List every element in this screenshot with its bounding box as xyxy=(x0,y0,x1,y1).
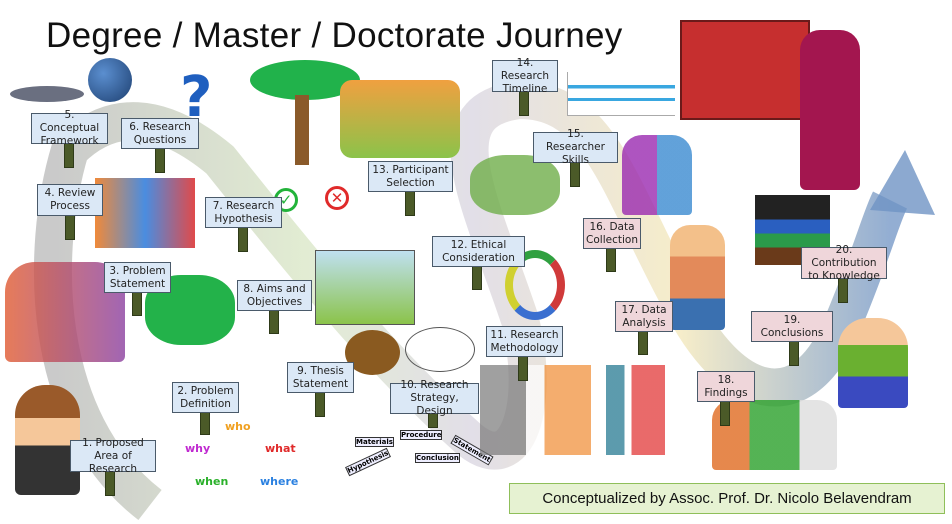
step-1-proposed-area: 1. Proposed Area of Research xyxy=(70,437,156,475)
word-hypothesis: Hypothesis xyxy=(345,447,392,477)
thinking-woman-icon xyxy=(345,330,400,375)
step-7-research-hypothesis: 7. Research Hypothesis xyxy=(205,197,282,228)
interview-icon xyxy=(622,135,692,215)
step-5-conceptual-framework: 5. Conceptual Framework xyxy=(31,109,108,147)
word-conclusion: Conclusion xyxy=(415,453,460,463)
step-12-ethical-consideration: 12. Ethical Consideration xyxy=(432,236,525,267)
step-18-findings: 18. Findings xyxy=(697,371,755,402)
word-procedure: Procedure xyxy=(400,430,443,440)
word-who: who xyxy=(225,420,251,433)
gantt-chart-icon xyxy=(567,72,675,116)
sign-post xyxy=(638,330,648,355)
winner-kid-icon xyxy=(838,318,908,408)
sign-post xyxy=(132,291,142,316)
sign-post xyxy=(269,309,279,334)
question-mark-figure-icon: ? xyxy=(180,65,213,130)
sign-post xyxy=(472,265,482,290)
speech-bubble-globe-icon xyxy=(405,327,475,372)
sign-post xyxy=(518,356,528,381)
question-words-cloud: who why what when where xyxy=(180,420,310,500)
word-why: why xyxy=(185,442,211,455)
word-when: when xyxy=(195,475,229,488)
multitasking-woman-icon xyxy=(470,155,560,215)
step-16-data-collection: 16. Data Collection xyxy=(583,218,641,249)
step-9-thesis-statement: 9. Thesis Statement xyxy=(287,362,354,393)
sign-post xyxy=(65,215,75,240)
step-19-conclusions: 19. Conclusions xyxy=(751,311,833,342)
step-2-problem-definition: 2. Problem Definition xyxy=(172,382,239,413)
step-8-aims-objectives: 8. Aims and Objectives xyxy=(237,280,312,311)
tree-trunk-icon xyxy=(295,95,309,165)
credit-banner: Conceptualized by Assoc. Prof. Dr. Nicol… xyxy=(509,483,945,514)
archer-target-icon xyxy=(315,250,415,325)
businessman-lightbulb-icon xyxy=(15,385,80,495)
step-14-research-timeline: 14. Research Timeline xyxy=(492,57,558,95)
word-what: what xyxy=(265,442,296,455)
step-17-data-analysis: 17. Data Analysis xyxy=(615,301,673,332)
step-3-problem-statement: 3. Problem Statement xyxy=(104,262,171,293)
word-materials: Materials xyxy=(355,437,394,447)
student-books-icon xyxy=(95,178,195,248)
sign-post xyxy=(200,410,210,435)
step-6-research-questions: 6. Research Questions xyxy=(121,118,199,149)
step-11-research-methodology: 11. Research Methodology xyxy=(486,326,563,357)
boy-computer-icon xyxy=(712,400,837,470)
analyst-figure-icon xyxy=(670,225,725,330)
step-13-participant-selection: 13. Participant Selection xyxy=(368,161,453,192)
step-10-research-strategy: 10. Research Strategy, Design xyxy=(390,379,479,417)
sign-post xyxy=(238,227,248,252)
page-title: Degree / Master / Doctorate Journey xyxy=(46,16,623,55)
globe-icon xyxy=(88,58,132,102)
graduate-figure-icon xyxy=(800,30,860,190)
data-analysis-icons xyxy=(480,365,665,455)
university-building-icon xyxy=(680,20,810,120)
sign-post xyxy=(789,341,799,366)
lab-scientist-icon: Materials Procedure Hypothesis Conclusio… xyxy=(340,425,494,510)
sign-post xyxy=(606,247,616,272)
sign-post xyxy=(155,148,165,173)
animals-group-icon xyxy=(340,80,460,158)
sign-post xyxy=(315,392,325,417)
step-4-review-process: 4. Review Process xyxy=(37,184,103,216)
sign-post xyxy=(720,401,730,426)
cross-icon: ✕ xyxy=(325,186,349,210)
step-15-researcher-skills: 15. Researcher Skills xyxy=(533,128,618,166)
people-circle-icon xyxy=(505,250,565,320)
step-20-contribution-to-knowledge: 20. Contribution to Knowledge xyxy=(801,244,887,282)
flat-earth-icon xyxy=(10,86,84,102)
word-where: where xyxy=(260,475,299,488)
sign-post xyxy=(405,191,415,216)
